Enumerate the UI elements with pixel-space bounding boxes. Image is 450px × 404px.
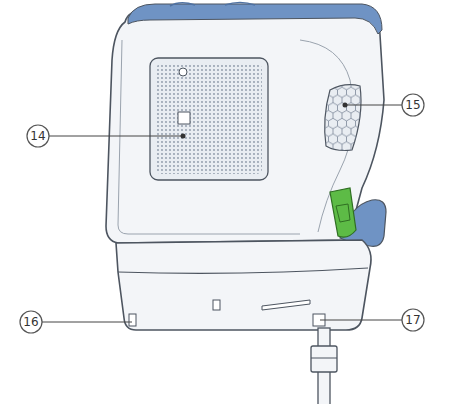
leader-line	[49, 136, 183, 137]
buckle-detail	[336, 204, 350, 222]
panel-button	[179, 68, 187, 76]
headrest-band	[128, 4, 382, 34]
leg-collar	[311, 346, 337, 372]
callout-number: 15	[402, 94, 424, 116]
headrest-bumps	[170, 3, 255, 7]
leader-dot	[343, 103, 348, 108]
seat-shell	[106, 10, 384, 243]
callout-circle	[402, 94, 424, 116]
leader-dot	[181, 134, 186, 139]
callout-circle	[402, 309, 424, 331]
base-rail	[262, 300, 310, 310]
callout-number: 14	[27, 125, 49, 147]
side-panel-perforation	[156, 64, 262, 174]
leader-line	[345, 105, 402, 106]
base-slot	[129, 314, 136, 326]
callout-circle	[27, 125, 49, 147]
base-marker	[213, 300, 220, 310]
vent-hexagons	[320, 80, 368, 156]
seat-base	[116, 240, 371, 330]
leader-line	[320, 320, 402, 321]
leader-line	[42, 322, 132, 323]
base-line	[118, 268, 368, 273]
leg-collar-line	[311, 358, 337, 359]
panel-icon	[178, 112, 190, 124]
callout-number: 16	[20, 311, 42, 333]
buckle	[330, 188, 356, 237]
shell-inner-line	[118, 40, 300, 234]
callout-number: 17	[402, 309, 424, 331]
callout-circle	[20, 311, 42, 333]
side-panel	[150, 58, 268, 180]
